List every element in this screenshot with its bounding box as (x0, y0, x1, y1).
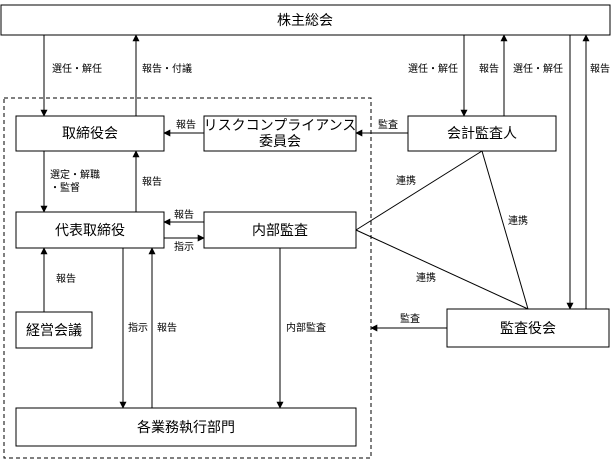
label-risk-report: 報告 (176, 118, 196, 131)
label-coop-2: 連携 (508, 214, 528, 227)
label-dept-report-ceo: 報告 (157, 321, 177, 334)
mgmt-meeting-label: 経営会議 (26, 322, 82, 339)
ceo-label: 代表取締役 (55, 222, 125, 239)
label-coop-3: 連携 (416, 271, 436, 284)
internal-audit-label: 内部監査 (252, 222, 308, 239)
shareholders-box (0, 4, 611, 36)
ceo-box (15, 211, 165, 249)
shareholders-label: 株主総会 (277, 13, 333, 29)
audit-board-label: 監査役会 (500, 320, 556, 337)
label-internal-audit-dept: 内部監査 (286, 321, 326, 334)
label-elect-auditor: 選任・解任 (408, 62, 458, 75)
label-mgmt-report: 報告 (56, 272, 76, 285)
label-audit-board-audit: 監査 (400, 312, 420, 325)
label-report-audit-board: 報告 (590, 62, 610, 75)
board-label: 取締役会 (62, 125, 118, 142)
label-ia-report-ceo: 報告 (174, 208, 194, 221)
audit-board-box (446, 308, 610, 348)
label-report-resolution: 報告・付議 (142, 62, 192, 75)
label-ceo-instruct-ia: 指示 (174, 240, 194, 253)
coop-auditor-audit-board (481, 150, 529, 310)
label-coop-1: 連携 (396, 174, 416, 187)
coop-ia-audit-board (355, 229, 529, 310)
company-boundary (3, 97, 372, 459)
internal-audit-box (203, 211, 357, 249)
label-auditor-audit: 監査 (378, 118, 398, 131)
label-select-dismiss-1: 選定・解職 (50, 168, 100, 181)
departments-box (15, 407, 357, 447)
label-ceo-report-board: 報告 (142, 175, 162, 188)
label-elect-audit-board: 選任・解任 (513, 62, 563, 75)
label-elect-board: 選任・解任 (52, 62, 102, 75)
label-select-dismiss-2: ・監督 (50, 181, 80, 194)
risk-committee-label-2: 委員会 (259, 134, 301, 150)
coop-ia-auditor (355, 150, 483, 231)
auditor-label: 会計監査人 (447, 125, 517, 142)
label-ceo-instruct-dept: 指示 (128, 321, 148, 334)
mgmt-meeting-box (15, 311, 93, 349)
risk-committee-label-1: リスクコンプライアンス (204, 118, 357, 134)
board-box (15, 115, 165, 152)
departments-label: 各業務執行部門 (137, 420, 235, 436)
label-report-auditor: 報告 (479, 62, 499, 75)
